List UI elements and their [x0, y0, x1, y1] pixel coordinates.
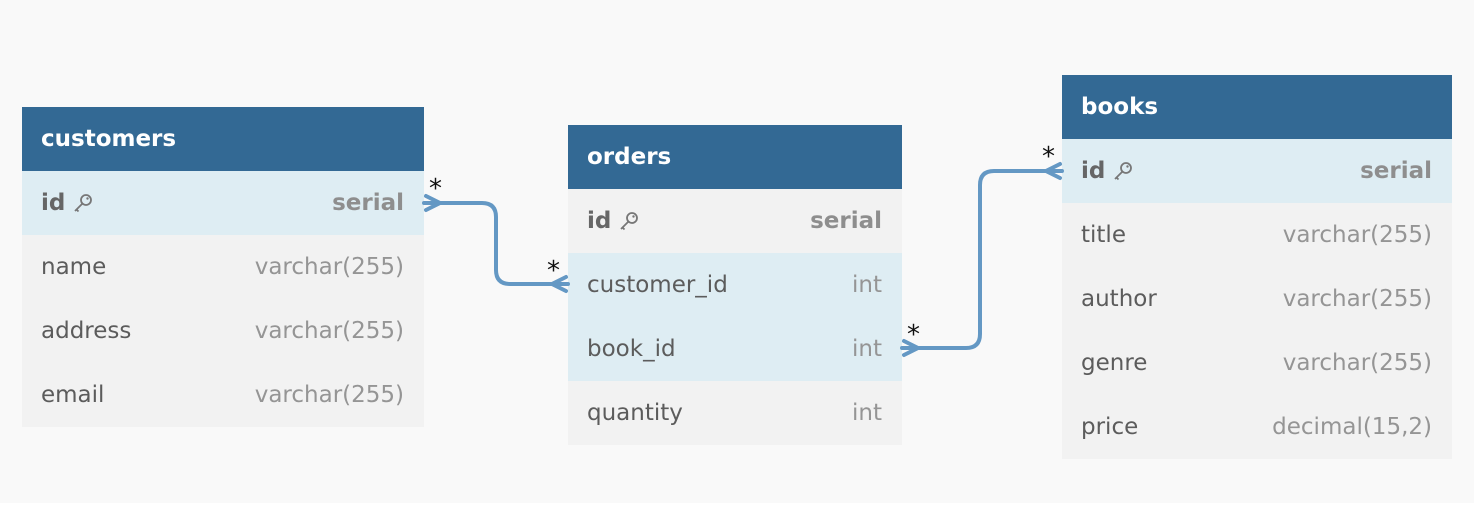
- relationship-orders-books[interactable]: [900, 162, 1064, 357]
- cardinality-label: *: [1042, 142, 1055, 172]
- column-row-customers-address[interactable]: address varchar(255): [22, 299, 424, 363]
- table-books[interactable]: books id serial title varchar(255) autho…: [1062, 75, 1452, 459]
- cardinality-label: *: [547, 256, 560, 286]
- column-type: int: [852, 336, 882, 362]
- column-row-customers-id[interactable]: id serial: [22, 171, 424, 235]
- column-row-orders-quantity[interactable]: quantity int: [568, 381, 902, 445]
- column-row-orders-book-id[interactable]: book_id int: [568, 317, 902, 381]
- column-row-customers-email[interactable]: email varchar(255): [22, 363, 424, 427]
- table-header-customers[interactable]: customers: [22, 107, 424, 171]
- column-type: serial: [332, 190, 404, 216]
- column-row-orders-customer-id[interactable]: customer_id int: [568, 253, 902, 317]
- column-row-customers-name[interactable]: name varchar(255): [22, 235, 424, 299]
- table-customers[interactable]: customers id serial name varchar(255) ad…: [22, 107, 424, 427]
- column-name: address: [41, 318, 132, 344]
- key-icon: [620, 212, 639, 231]
- column-name: title: [1081, 222, 1126, 248]
- column-type: varchar(255): [254, 382, 404, 408]
- cardinality-label: *: [429, 174, 442, 204]
- column-name: id: [1081, 158, 1106, 184]
- table-header-orders[interactable]: orders: [568, 125, 902, 189]
- column-name: book_id: [587, 336, 676, 362]
- column-name: email: [41, 382, 105, 408]
- column-row-books-title[interactable]: title varchar(255): [1062, 203, 1452, 267]
- column-type: serial: [810, 208, 882, 234]
- column-type: varchar(255): [1282, 350, 1432, 376]
- table-orders[interactable]: orders id serial customer_id int book_id…: [568, 125, 902, 445]
- column-type: serial: [1360, 158, 1432, 184]
- column-name: price: [1081, 414, 1139, 440]
- column-row-books-genre[interactable]: genre varchar(255): [1062, 331, 1452, 395]
- column-type: int: [852, 400, 882, 426]
- column-row-books-author[interactable]: author varchar(255): [1062, 267, 1452, 331]
- column-name: id: [41, 190, 66, 216]
- column-type: varchar(255): [254, 318, 404, 344]
- column-type: varchar(255): [254, 254, 404, 280]
- column-type: int: [852, 272, 882, 298]
- column-row-orders-id[interactable]: id serial: [568, 189, 902, 253]
- column-row-books-price[interactable]: price decimal(15,2): [1062, 395, 1452, 459]
- key-icon: [74, 194, 93, 213]
- column-type: varchar(255): [1282, 286, 1432, 312]
- column-name: author: [1081, 286, 1157, 312]
- column-row-books-id[interactable]: id serial: [1062, 139, 1452, 203]
- cardinality-label: *: [907, 320, 920, 350]
- column-name: customer_id: [587, 272, 728, 298]
- column-name: quantity: [587, 400, 683, 426]
- column-name: genre: [1081, 350, 1148, 376]
- column-name: name: [41, 254, 107, 280]
- column-type: decimal(15,2): [1272, 414, 1432, 440]
- key-icon: [1114, 162, 1133, 181]
- column-type: varchar(255): [1282, 222, 1432, 248]
- table-header-books[interactable]: books: [1062, 75, 1452, 139]
- column-name: id: [587, 208, 612, 234]
